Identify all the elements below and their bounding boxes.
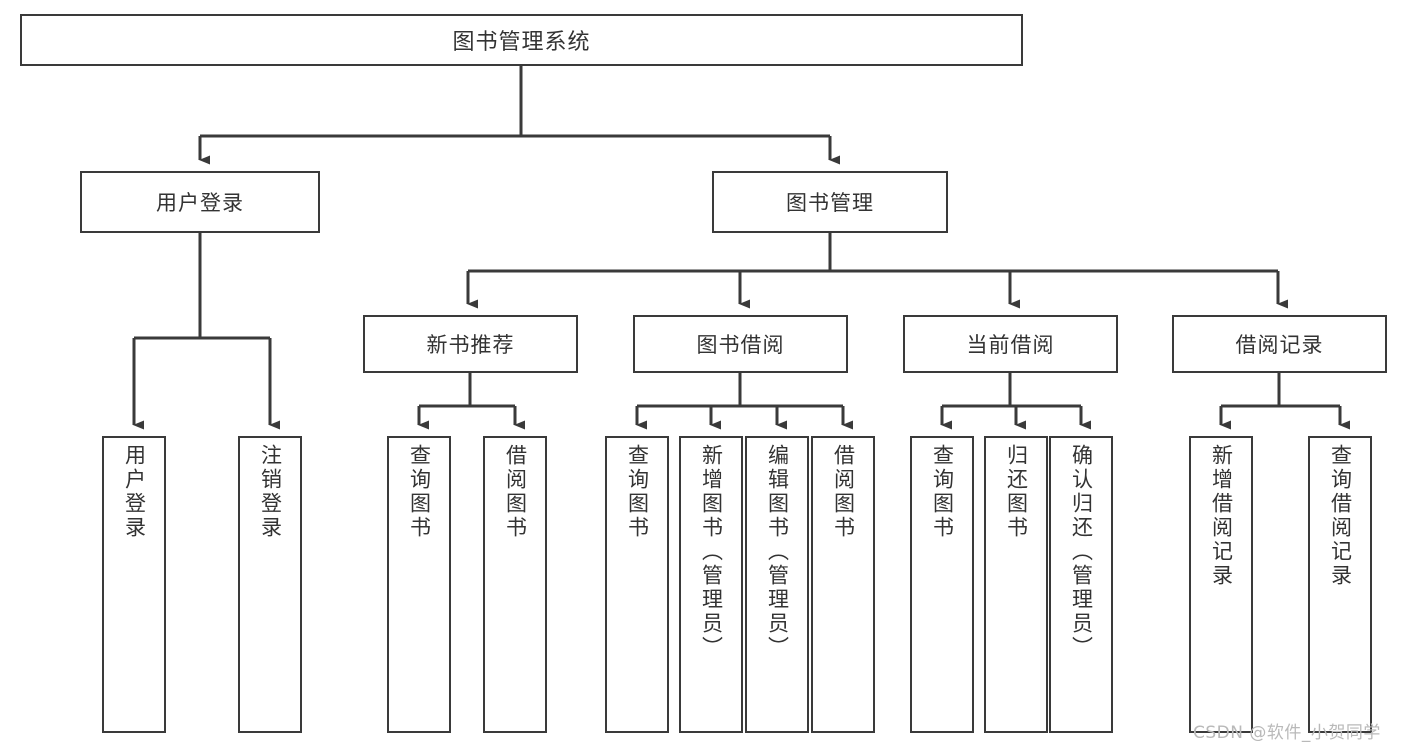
node-leaf-query-book-borrow[interactable]: 查询图书	[605, 436, 669, 733]
node-leaf-confirm-return-label: 确认归还（管理员）	[1069, 444, 1094, 660]
connector-group-current-borrow	[940, 373, 1091, 430]
node-leaf-user-login-label: 用户登录	[122, 444, 147, 540]
connector-group-root	[198, 66, 840, 165]
node-new-book-recommend-label: 新书推荐	[426, 333, 515, 357]
node-leaf-query-borrow-record[interactable]: 查询借阅记录	[1308, 436, 1372, 733]
node-leaf-user-login[interactable]: 用户登录	[102, 436, 166, 733]
node-leaf-edit-book-label: 编辑图书（管理员）	[765, 444, 790, 660]
connector-group-new-book-recommend	[417, 373, 525, 430]
node-leaf-add-book[interactable]: 新增图书（管理员）	[679, 436, 743, 733]
node-leaf-query-borrow-record-label: 查询借阅记录	[1328, 444, 1353, 588]
node-leaf-edit-book[interactable]: 编辑图书（管理员）	[745, 436, 809, 733]
node-leaf-query-book-recommend[interactable]: 查询图书	[387, 436, 451, 733]
node-leaf-borrow-book-label: 借阅图书	[831, 444, 856, 540]
node-leaf-confirm-return[interactable]: 确认归还（管理员）	[1049, 436, 1113, 733]
node-leaf-user-logout[interactable]: 注销登录	[238, 436, 302, 733]
node-user-login[interactable]: 用户登录	[80, 171, 320, 233]
csdn-watermark-text: CSDN @软件_小贺同学	[1193, 723, 1381, 743]
node-leaf-borrow-book-recommend[interactable]: 借阅图书	[483, 436, 547, 733]
connector-group-borrow-record	[1219, 373, 1350, 430]
node-leaf-return-book-label: 归还图书	[1004, 444, 1029, 540]
node-borrow-record[interactable]: 借阅记录	[1172, 315, 1387, 373]
node-book-borrow[interactable]: 图书借阅	[633, 315, 848, 373]
connector-group-book-management	[466, 233, 1288, 309]
node-leaf-query-book-recommend-label: 查询图书	[407, 444, 432, 540]
node-leaf-add-borrow-record[interactable]: 新增借阅记录	[1189, 436, 1253, 733]
connector-group-user-login	[132, 233, 280, 430]
node-leaf-add-book-label: 新增图书（管理员）	[699, 444, 724, 660]
node-book-management[interactable]: 图书管理	[712, 171, 948, 233]
node-leaf-user-logout-label: 注销登录	[258, 444, 283, 540]
node-book-management-label: 图书管理	[786, 191, 874, 215]
node-new-book-recommend[interactable]: 新书推荐	[363, 315, 578, 373]
node-leaf-add-borrow-record-label: 新增借阅记录	[1209, 444, 1234, 588]
node-leaf-return-book[interactable]: 归还图书	[984, 436, 1048, 733]
node-user-login-label: 用户登录	[156, 191, 244, 215]
node-borrow-record-label: 借阅记录	[1235, 333, 1324, 357]
node-leaf-query-book-current[interactable]: 查询图书	[910, 436, 974, 733]
node-leaf-query-book-borrow-label: 查询图书	[625, 444, 650, 540]
node-root[interactable]: 图书管理系统	[20, 14, 1023, 66]
node-leaf-query-book-current-label: 查询图书	[930, 444, 955, 540]
node-current-borrow[interactable]: 当前借阅	[903, 315, 1118, 373]
node-current-borrow-label: 当前借阅	[966, 333, 1055, 357]
node-book-borrow-label: 图书借阅	[696, 333, 785, 357]
csdn-watermark: CSDN @软件_小贺同学	[1193, 718, 1381, 743]
connector-group-book-borrow	[635, 373, 853, 430]
node-leaf-borrow-book[interactable]: 借阅图书	[811, 436, 875, 733]
node-leaf-borrow-book-recommend-label: 借阅图书	[503, 444, 528, 540]
node-root-label: 图书管理系统	[452, 30, 591, 55]
